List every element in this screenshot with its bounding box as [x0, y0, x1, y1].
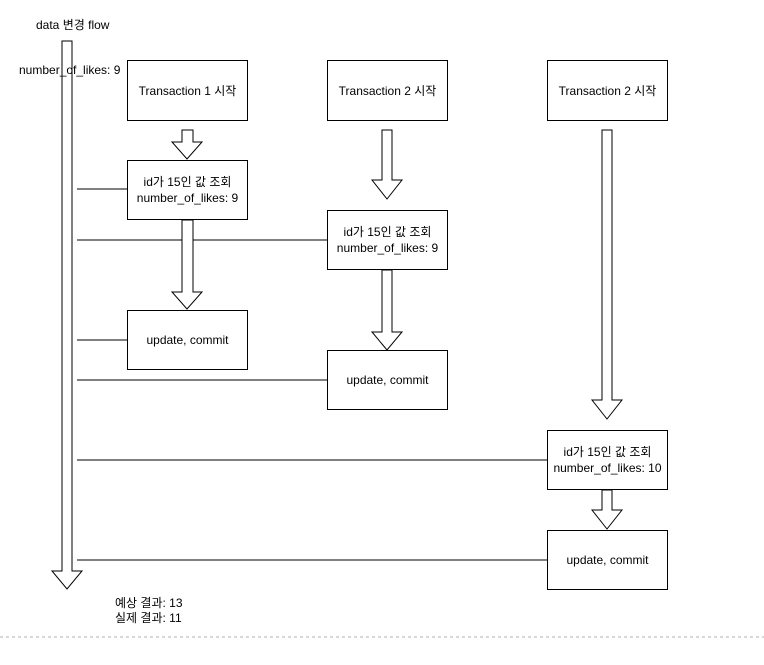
flow-arrow-down	[590, 489, 624, 530]
transaction-3-read-box: id가 15인 값 조회 number_of_likes: 10	[547, 430, 668, 490]
box-label-line1: id가 15인 값 조회	[143, 175, 232, 189]
transaction-3-update-box: update, commit	[547, 530, 668, 590]
flow-arrow-down	[170, 129, 204, 160]
box-label-line1: id가 15인 값 조회	[563, 445, 652, 459]
box-label-line2: number_of_likes: 9	[136, 191, 239, 205]
flow-arrow-down	[370, 269, 404, 351]
timeline-arrow	[50, 40, 84, 590]
box-label: Transaction 2 시작	[558, 83, 657, 98]
initial-value-label: number_of_likes: 9	[19, 63, 121, 77]
box-label-line2: number_of_likes: 10	[553, 461, 662, 475]
transaction-1-read-box: id가 15인 값 조회 number_of_likes: 9	[127, 160, 248, 220]
box-label: update, commit	[346, 373, 429, 387]
transaction-1-update-box: update, commit	[127, 310, 248, 370]
flow-arrow-down	[170, 219, 204, 310]
actual-result: 실제 결과: 11	[115, 611, 182, 625]
transaction-3-start-box: Transaction 2 시작	[547, 60, 668, 121]
transaction-2-start-box: Transaction 2 시작	[327, 60, 448, 121]
expected-result: 예상 결과: 13	[115, 596, 183, 610]
transaction-1-start-box: Transaction 1 시작	[127, 60, 248, 121]
transaction-2-read-box: id가 15인 값 조회 number_of_likes: 9	[327, 210, 448, 270]
diagram-title: data 변경 flow	[36, 18, 110, 32]
flow-arrow-down	[370, 129, 404, 200]
box-label: update, commit	[566, 553, 649, 567]
box-label: Transaction 1 시작	[138, 83, 237, 98]
box-label: update, commit	[146, 333, 229, 347]
box-label-line2: number_of_likes: 9	[336, 241, 439, 255]
box-label-line1: id가 15인 값 조회	[343, 225, 432, 239]
transaction-2-update-box: update, commit	[327, 350, 448, 410]
flow-arrow-down	[590, 129, 624, 420]
box-label: Transaction 2 시작	[338, 83, 437, 98]
result-label: 예상 결과: 13 실제 결과: 11	[115, 596, 183, 626]
